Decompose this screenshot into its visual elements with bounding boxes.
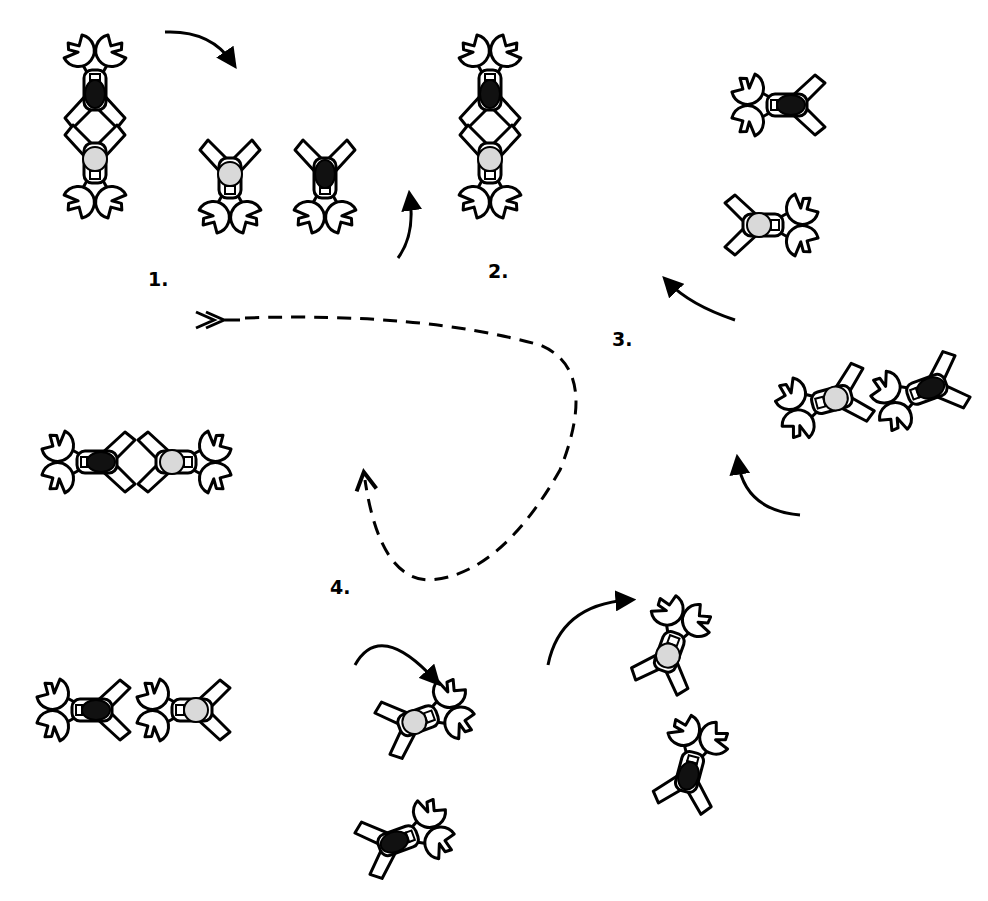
callout-number: 1.	[148, 270, 168, 289]
callout-number: 2.	[488, 262, 508, 281]
callout-number: 4.	[330, 578, 350, 597]
callout-number: 3.	[612, 330, 632, 349]
